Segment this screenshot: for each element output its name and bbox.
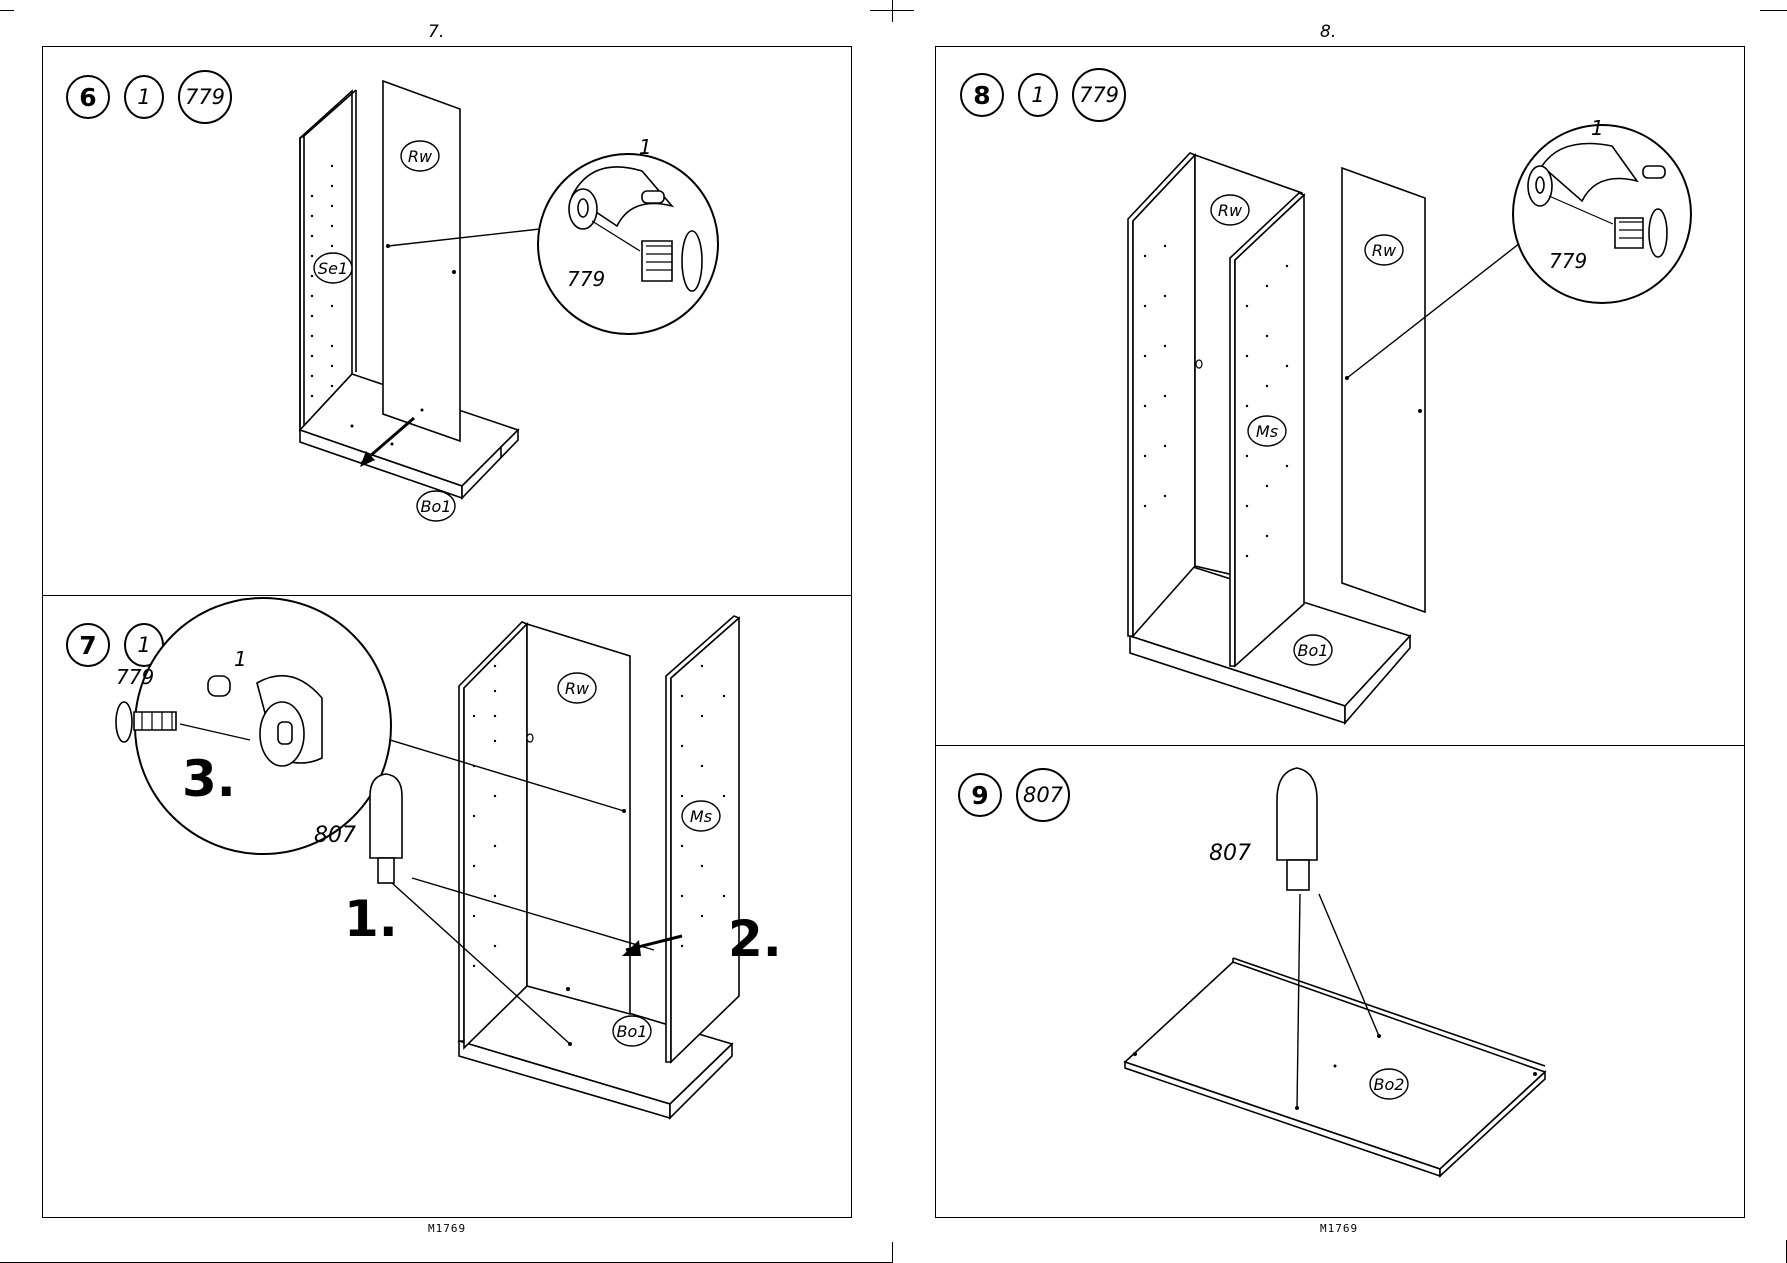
part-label-bo2: Bo2 — [1374, 1075, 1405, 1094]
step-9-header: 9 807 — [958, 768, 1070, 822]
right-page-frame — [935, 46, 1745, 1218]
part-badge: 807 — [1016, 768, 1070, 822]
part-badge: 1 — [1018, 73, 1058, 117]
step-8-illustration: Rw Rw Ms Bo1 1 779 — [1127, 116, 1692, 726]
left-panel-divider — [42, 595, 852, 596]
step-7-illustration: Rw Ms Bo1 1 779 807 1. 2. 3. — [115, 597, 782, 1120]
part-label-rw: Rw — [565, 679, 590, 698]
crop-mark-right — [1760, 10, 1787, 11]
dowel-label-807: 807 — [1209, 841, 1251, 866]
page-number-right: 8. — [1320, 22, 1337, 42]
crop-mark-left — [0, 10, 14, 11]
part-badge: 779 — [178, 70, 232, 124]
detail-label-1: 1 — [1591, 116, 1604, 140]
detail-label-779: 779 — [567, 267, 605, 291]
footer-code-right: M1769 — [1320, 1222, 1359, 1235]
part-label-rw-panel: Rw — [1372, 241, 1397, 260]
footer-code-left: M1769 — [428, 1222, 467, 1235]
crop-mark-top — [892, 0, 893, 22]
page-number-left: 7. — [428, 22, 445, 42]
part-label-rw: Rw — [408, 147, 433, 166]
part-badge: 1 — [124, 75, 164, 119]
right-panel-divider — [935, 745, 1745, 746]
detail-label-779: 779 — [1549, 249, 1587, 273]
sequence-label-3: 3. — [182, 750, 236, 808]
part-label-rw: Rw — [1218, 201, 1243, 220]
step-number-badge: 6 — [66, 75, 110, 119]
step-6-header: 6 1 779 — [66, 70, 232, 124]
step-number-badge: 7 — [66, 623, 110, 667]
part-label-bo1: Bo1 — [617, 1022, 648, 1041]
sequence-label-1: 1. — [344, 890, 398, 948]
sequence-label-2: 2. — [728, 910, 782, 968]
detail-label-779: 779 — [116, 665, 154, 689]
left-page-frame — [42, 46, 852, 1218]
step-number-badge: 9 — [958, 773, 1002, 817]
part-label-bo1: Bo1 — [421, 497, 452, 516]
part-label-ms: Ms — [1256, 422, 1278, 441]
step-8-header: 8 1 779 — [960, 68, 1126, 122]
part-badge: 779 — [1072, 68, 1126, 122]
part-label-se1: Se1 — [318, 259, 348, 278]
detail-label-1: 1 — [639, 135, 652, 159]
part-label-ms: Ms — [690, 807, 712, 826]
part-label-bo1: Bo1 — [1298, 641, 1329, 660]
step-9-illustration: Bo2 807 — [1123, 767, 1547, 1178]
crop-mark-bottom — [892, 1242, 893, 1263]
dowel-label-807: 807 — [314, 823, 356, 848]
step-number-badge: 8 — [960, 73, 1004, 117]
detail-label-1: 1 — [234, 647, 247, 671]
step-6-illustration: Se1 Rw Bo1 1 779 — [298, 79, 719, 522]
crop-mark-top-h — [870, 10, 914, 11]
